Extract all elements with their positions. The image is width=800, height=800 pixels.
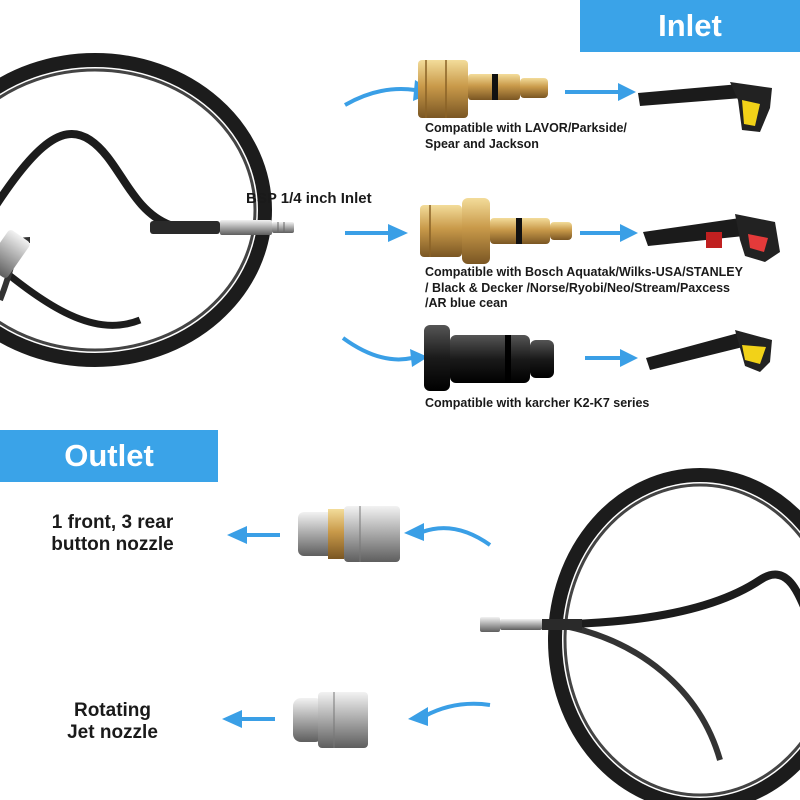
- arrow-head-3: [410, 349, 428, 367]
- arrow-to-nozzle-1: [421, 526, 492, 547]
- outlet-label-rotating-nozzle: Rotating Jet nozzle: [67, 700, 158, 743]
- inlet-hose-fitting: [150, 220, 294, 235]
- inlet-hose-coil: [0, 53, 272, 367]
- yellow-trigger-spray-gun-icon: [646, 330, 772, 372]
- arrow-head-label-1: [227, 526, 247, 544]
- outlet-hose-fitting: [480, 617, 582, 632]
- arrow-head-gun-2: [620, 224, 638, 242]
- outlet-hose-coil: [519, 468, 800, 800]
- inlet-caption-2: Compatible with Bosch Aquatak/Wilks-USA/…: [425, 265, 743, 310]
- inlet-thread-label: BSP 1/4 inch Inlet: [246, 190, 372, 207]
- inlet-caption-3: Compatible with karcher K2-K7 series: [425, 396, 650, 410]
- red-trigger-spray-gun-icon: [643, 214, 780, 262]
- arrow-head-nozzle-2: [408, 707, 428, 726]
- arrow-to-adapter-1: [344, 87, 416, 107]
- rotating-jet-nozzle-icon: [293, 692, 368, 748]
- arrow-head-gun-3: [620, 349, 638, 367]
- button-nozzle-icon: [298, 506, 400, 562]
- inlet-caption-1: Compatible with LAVOR/Parkside/ Spear an…: [425, 121, 627, 151]
- inlet-banner: Inlet: [580, 0, 800, 52]
- brass-adapter-icon: [420, 198, 572, 264]
- arrow-to-adapter-3: [341, 336, 413, 362]
- yellow-trigger-spray-gun-icon: [638, 82, 772, 132]
- arrow-head-label-2: [222, 710, 242, 728]
- outlet-banner: Outlet: [0, 430, 218, 482]
- outlet-hose-end-left: [0, 230, 30, 278]
- black-adapter-icon: [424, 325, 554, 391]
- arrow-head-gun-1: [618, 83, 636, 101]
- arrow-to-nozzle-2: [424, 701, 491, 718]
- outlet-label-button-nozzle: 1 front, 3 rear button nozzle: [51, 512, 174, 555]
- arrow-head-2: [388, 224, 408, 242]
- brass-adapter-icon: [418, 60, 548, 118]
- arrow-head-nozzle-1: [404, 523, 424, 541]
